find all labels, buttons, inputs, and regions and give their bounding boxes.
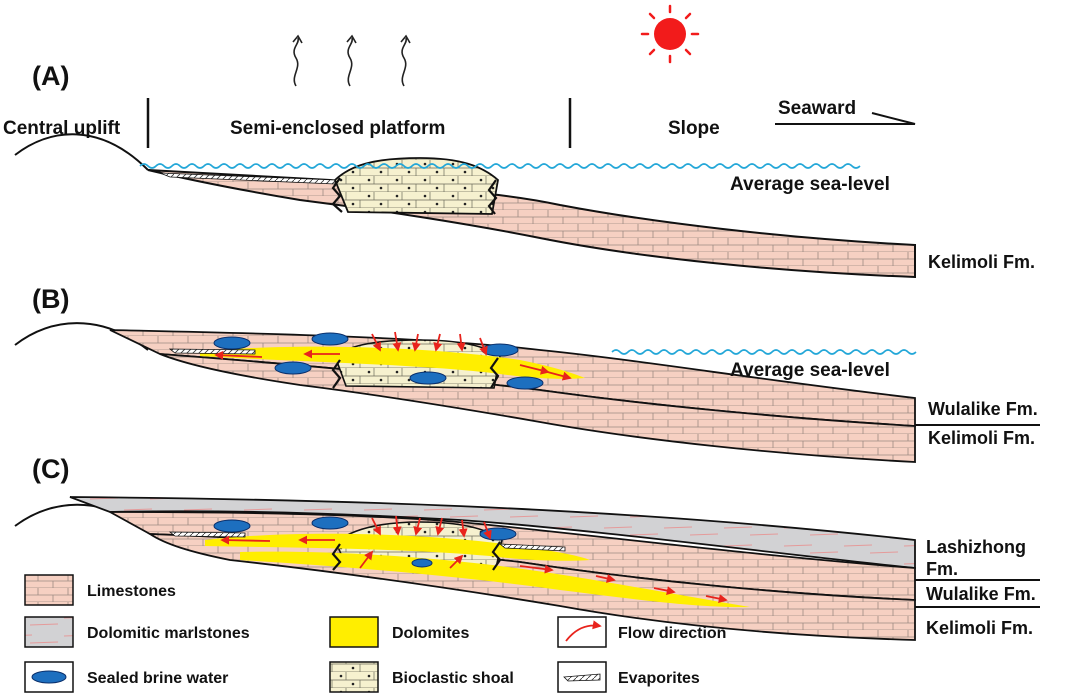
panel-a: (A) Central [3,4,1035,279]
legend-shoal-label: Bioclastic shoal [392,670,514,687]
formation-label-kelimoli-b: Kelimoli Fm. [928,428,1035,448]
panel-a-label: (A) [32,61,69,91]
legend-limestones-swatch [24,574,74,606]
formation-label-wulalike-b: Wulalike Fm. [928,399,1038,419]
formation-label-lashizhong-c: Lashizhong [926,537,1026,557]
marlstone-lashizhong-c [69,496,916,569]
legend: Limestones Dolomitic marlstones Sealed b… [24,574,726,693]
legend-marlstones-swatch [24,616,74,648]
seaward-label: Seaward [778,98,856,119]
formation-label-kelimoli-c: Kelimoli Fm. [926,618,1033,638]
dolomite-lens-b [200,346,585,379]
central-uplift-outline [14,133,149,171]
sealed-brine-water-b [213,332,544,390]
legend-flow-swatch [557,616,607,648]
formation-label-fm-c: Fm. [926,559,958,579]
legend-brine-label: Sealed brine water [87,670,228,687]
sea-level-label-a: Average sea-level [730,174,890,195]
formation-label-wulalike-c: Wulalike Fm. [926,584,1036,604]
bioclastic-shoal-a [333,157,499,215]
flow-arrow-icon [214,331,572,381]
legend-shoal-swatch [329,661,379,693]
sea-level-line-b [611,349,917,355]
sea-level-label-b: Average sea-level [730,360,890,381]
seaward-arrow-icon [775,112,916,125]
heat-wave-icon [292,34,411,87]
formation-label-kelimoli-a: Kelimoli Fm. [928,252,1035,272]
evaporite-layer-b [168,348,256,355]
zone-semi-enclosed-platform: Semi-enclosed platform [230,118,445,139]
panel-c-label: (C) [32,454,69,484]
legend-limestones-label: Limestones [87,583,176,600]
legend-marlstones-label: Dolomitic marlstones [87,625,250,642]
legend-dolomites-label: Dolomites [392,625,469,642]
legend-flow-arrow-icon [565,620,602,642]
panel-c: (C) [14,454,1040,641]
zone-central-uplift: Central uplift [3,118,121,139]
panel-b: (B) [14,284,1040,463]
legend-flow-label: Flow direction [618,625,726,642]
legend-dolomites-swatch [329,616,379,648]
legend-evaporites-label: Evaporites [618,670,700,687]
panel-b-label: (B) [32,284,69,314]
flow-arrow-icon-c [220,515,728,604]
sea-level-line-a [139,163,861,169]
sun-icon [640,4,700,64]
dolomite-lens-c-lower [240,551,750,608]
zone-slope: Slope [668,118,720,139]
evaporite-layer-c [168,531,246,538]
